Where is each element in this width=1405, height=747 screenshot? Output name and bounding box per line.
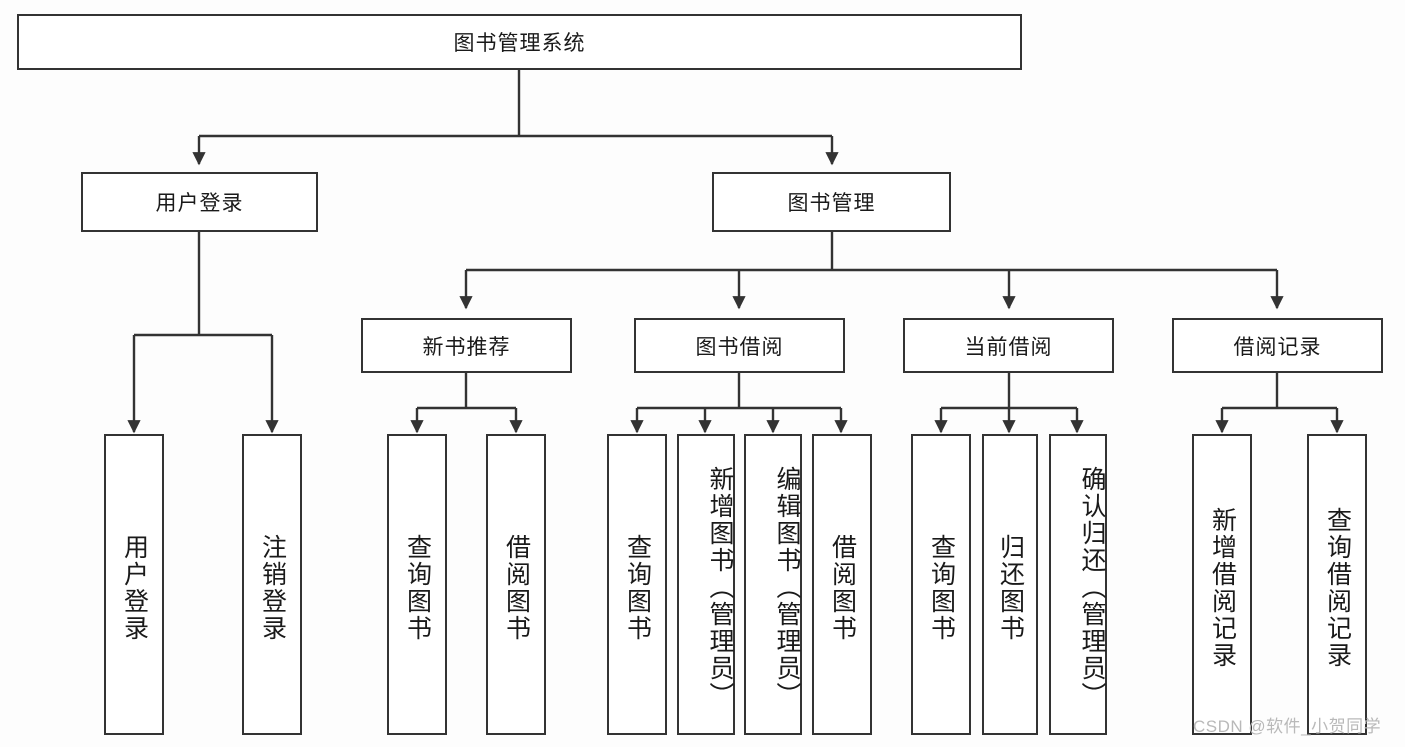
leaf-query-borrow-record[interactable]: 查询借阅记录 <box>1307 434 1367 735</box>
node-book-borrow[interactable]: 图书借阅 <box>634 318 845 373</box>
leaf-add-borrow-record[interactable]: 新增借阅记录 <box>1192 434 1252 735</box>
node-root[interactable]: 图书管理系统 <box>17 14 1022 70</box>
leaf-user-login[interactable]: 用户登录 <box>104 434 164 735</box>
csdn-watermark: CSDN @软件_小贺同学 <box>1193 717 1382 736</box>
leaf-confirm-return-admin[interactable]: 确认归还（管理员） <box>1049 434 1107 735</box>
node-current-borrow[interactable]: 当前借阅 <box>903 318 1114 373</box>
leaf-borrow-book-newbook[interactable]: 借阅图书 <box>486 434 546 735</box>
leaf-query-book-borrow[interactable]: 查询图书 <box>607 434 667 735</box>
leaf-query-book-newbook[interactable]: 查询图书 <box>387 434 447 735</box>
leaf-edit-book-admin[interactable]: 编辑图书（管理员） <box>744 434 802 735</box>
node-book-manage[interactable]: 图书管理 <box>712 172 951 232</box>
leaf-add-book-admin[interactable]: 新增图书（管理员） <box>677 434 735 735</box>
leaf-query-book-current[interactable]: 查询图书 <box>911 434 971 735</box>
node-new-book-recommend[interactable]: 新书推荐 <box>361 318 572 373</box>
leaf-return-book[interactable]: 归还图书 <box>982 434 1038 735</box>
node-user-login[interactable]: 用户登录 <box>81 172 318 232</box>
leaf-borrow-book-borrow[interactable]: 借阅图书 <box>812 434 872 735</box>
node-borrow-record[interactable]: 借阅记录 <box>1172 318 1383 373</box>
leaf-user-logout[interactable]: 注销登录 <box>242 434 302 735</box>
